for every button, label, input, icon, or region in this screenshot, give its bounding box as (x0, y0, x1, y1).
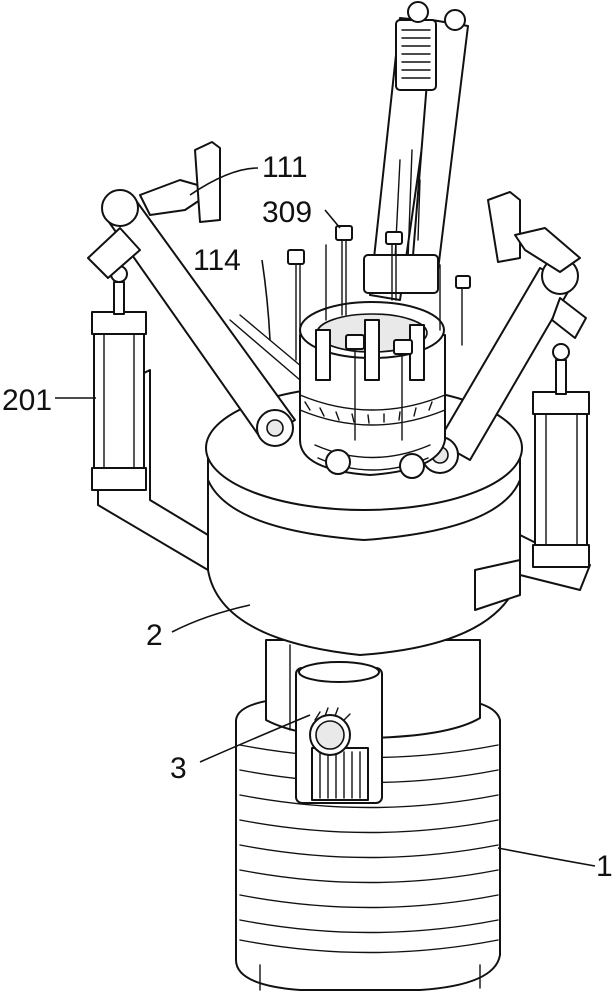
right-cylinder (532, 343, 590, 568)
tall-arm (363, 1, 469, 301)
callout-111: 111 (262, 151, 308, 184)
left-arm (87, 141, 309, 447)
callout-309: 309 (262, 196, 312, 229)
callout-3: 3 (170, 752, 187, 785)
callout-labels: 111 309 114 201 2 3 1 (2, 151, 613, 883)
left-cylinder (91, 265, 147, 491)
central-crown (299, 301, 446, 479)
vertical-rods (287, 225, 471, 441)
leader-lines (55, 167, 596, 867)
callout-2: 2 (146, 619, 163, 652)
callout-114: 114 (193, 244, 241, 277)
right-arm (421, 191, 587, 474)
gear-drive (295, 661, 383, 804)
callout-1: 1 (596, 850, 613, 883)
callout-201: 201 (2, 384, 52, 417)
